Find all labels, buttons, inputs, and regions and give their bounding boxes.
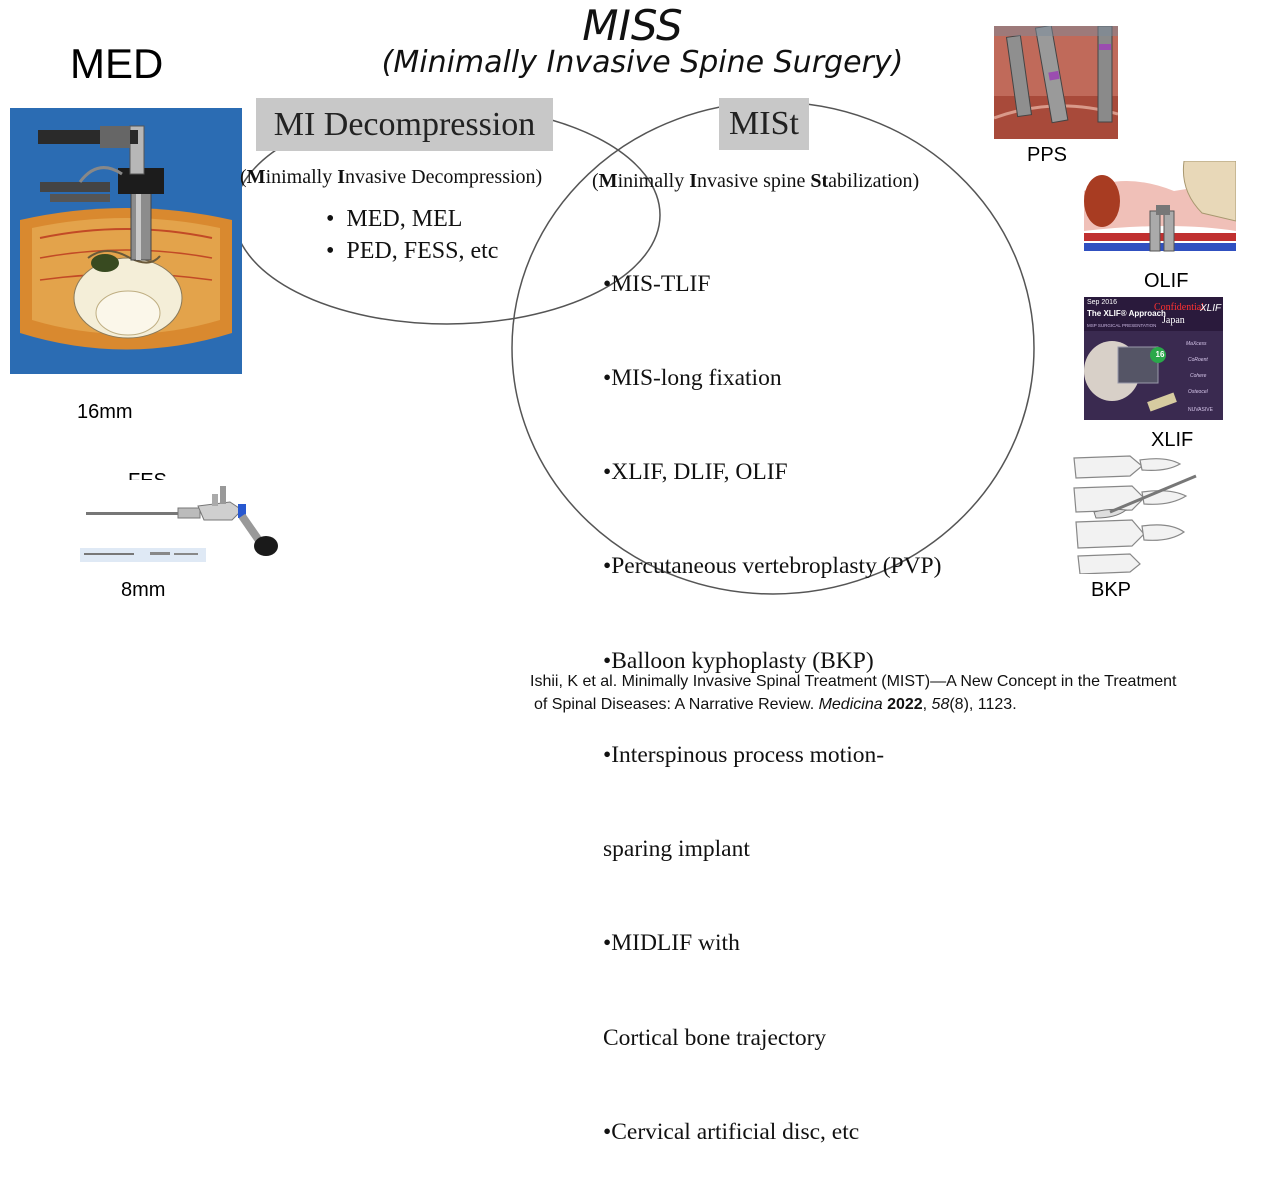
stabilization-subtitle: (Minimally Invasive spine Stabilization) [592,170,920,192]
bkp-label: BKP [1091,579,1132,601]
bkp-illustration [1070,452,1200,574]
list-item: •Percutaneous vertebroplasty (PVP) [603,553,942,580]
xlif-slide-tag-cohere: Cohere [1190,373,1207,379]
xlif-slide-subline: MSP SURGICAL PRESENTATION [1087,323,1157,328]
page-title: MISS [582,1,683,50]
list-item: •Cervical artificial disc, etc [603,1118,860,1145]
fes-size-label: 8mm [121,579,166,601]
decompression-subtitle: (Minimally Invasive Decompression) [240,166,543,188]
reference-citation: Ishii, K et al. Minimally Invasive Spina… [530,670,1176,716]
list-item: Cortical bone trajectory [603,1024,827,1051]
reference-line-2: of Spinal Diseases: A Narrative Review. … [534,696,1017,713]
list-item: • PED, FESS, etc [326,238,499,264]
xlif-slide-logo: XLIF [1200,303,1222,314]
list-item: •Interspinous process motion- [603,741,885,768]
xlif-slide-image: Sep 2016 The XLIF® Approach Confidential… [1084,297,1223,420]
decompression-list: • MED, MEL • PED, FESS, etc [326,203,498,267]
xlif-slide-stamp-confidential: Confidential [1154,302,1204,313]
reference-volume: 58 [931,696,950,713]
olif-label: OLIF [1144,270,1189,292]
fes-endoscope-photo [80,480,280,562]
xlif-slide-stamp-japan: Japan [1162,315,1185,326]
xlif-slide-tag-maxcess: MaXcess [1186,341,1207,347]
list-item: • MED, MEL [326,206,463,232]
xlif-slide-badge: 16 [1155,350,1165,359]
med-size-label: 16mm [77,401,133,423]
med-photo [10,108,242,374]
xlif-slide-tag-osteocel: Osteocel [1188,389,1208,395]
list-item: •MIS-long fixation [603,365,782,392]
xlif-label: XLIF [1151,429,1194,451]
xlif-slide-heading: The XLIF® Approach [1087,309,1166,318]
stabilization-title-box: MISt [719,98,809,150]
pps-label: PPS [1027,144,1068,166]
list-item: •XLIF, DLIF, OLIF [603,459,788,486]
pps-photo [994,26,1118,139]
olif-illustration [1084,161,1236,261]
xlif-slide-tag-coroent: CoRoent [1188,357,1208,363]
reference-line-1: Ishii, K et al. Minimally Invasive Spina… [530,673,1177,690]
page-subtitle: (Minimally Invasive Spine Surgery) [381,45,904,80]
list-item: •MIS-TLIF [603,270,711,297]
reference-year: 2022 [887,696,923,713]
decompression-title-box: MI Decompression [256,98,553,151]
list-item: •Balloon kyphoplasty (BKP) [603,647,874,674]
reference-journal: Medicina [818,696,883,713]
list-item: •MIDLIF with [603,930,740,957]
list-item: sparing implant [603,836,750,863]
med-label: MED [70,40,164,87]
xlif-slide-brand: NUVASIVE [1188,407,1213,413]
xlif-slide-date: Sep 2016 [1087,299,1117,306]
